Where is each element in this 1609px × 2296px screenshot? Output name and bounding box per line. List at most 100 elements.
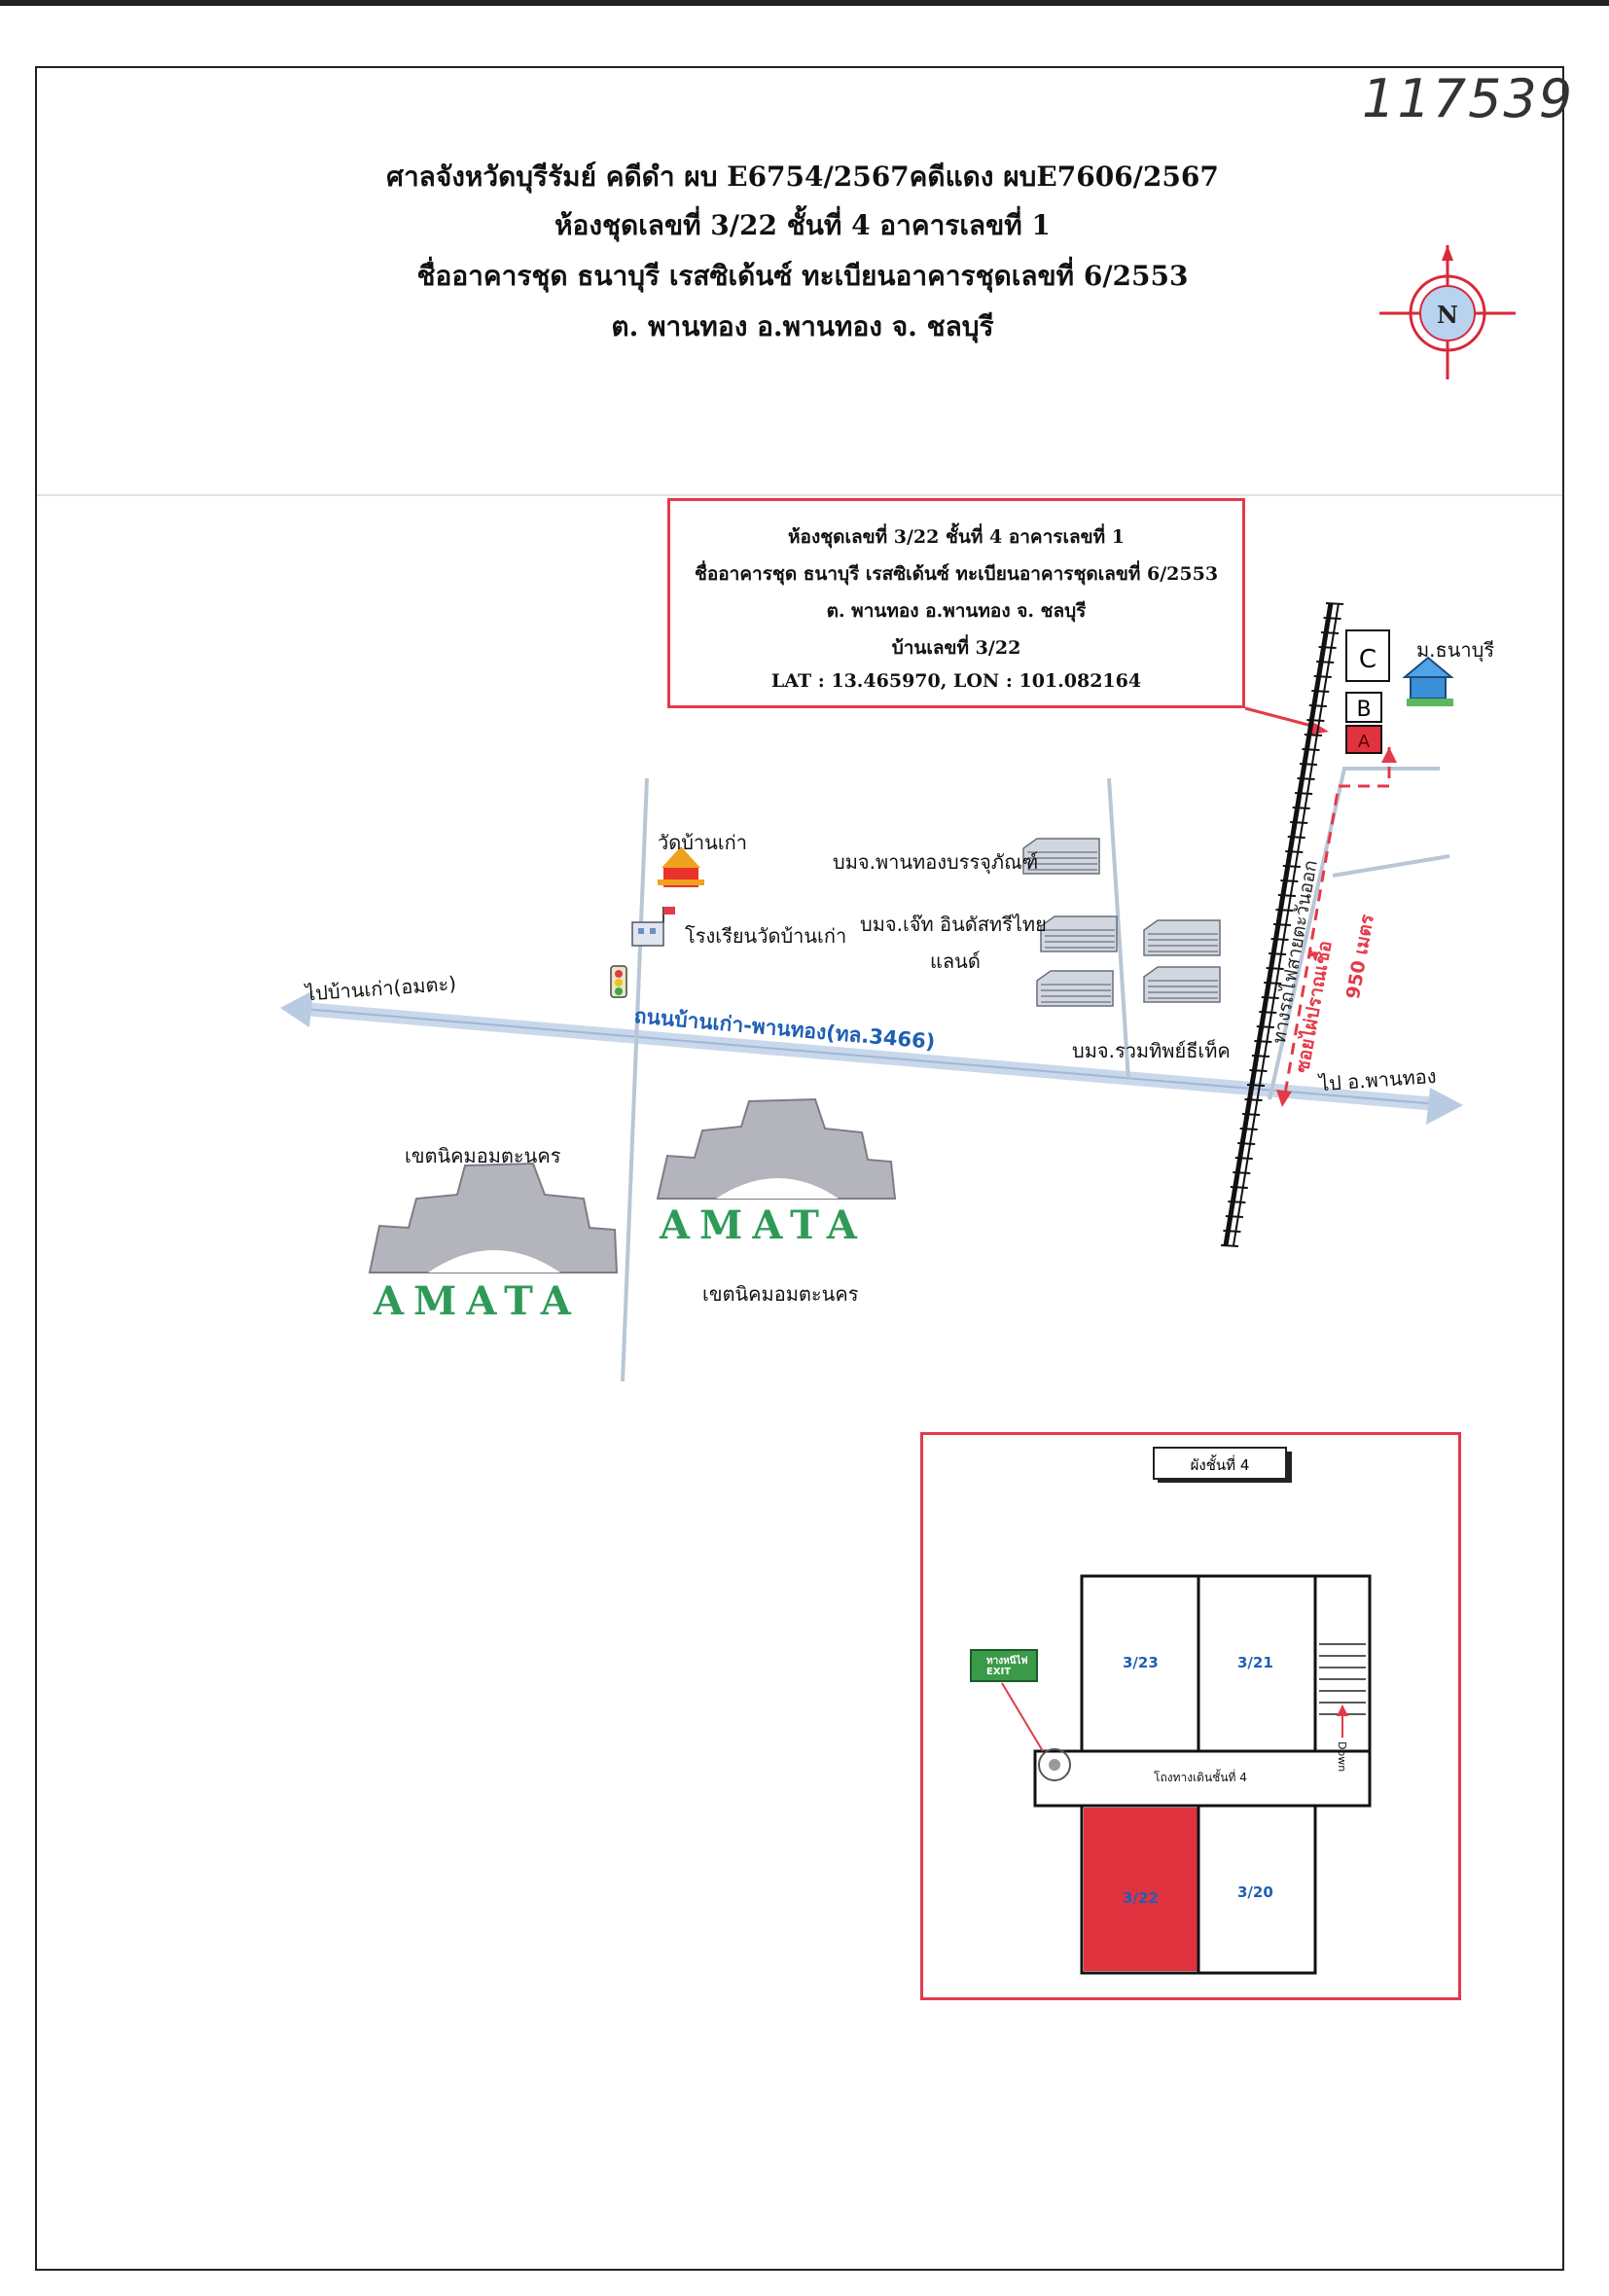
temple-label: วัดบ้านเก่า [658, 831, 747, 854]
school-label: โรงเรียนวัดบ้านเก่า [685, 924, 847, 948]
page-frame [35, 66, 1564, 2271]
temple-icon [658, 846, 704, 887]
building-c-label: C [1359, 645, 1377, 674]
railway-tie [1285, 850, 1304, 853]
room-3-22-label: 3/22 [1123, 1889, 1159, 1907]
info-line-1: ห้องชุดเลขที่ 3/22 ชั้นที่ 4 อาคารเลขที่… [788, 526, 1125, 548]
railway-tie [1237, 1142, 1256, 1145]
info-line-4: บ้านเลขที่ 3/22 [891, 637, 1021, 659]
railway-tie [1299, 763, 1318, 766]
factory-icon [1036, 970, 1114, 1007]
railway-tie [1242, 1113, 1261, 1116]
property-info-box: ห้องชุดเลขที่ 3/22 ชั้นที่ 4 อาคารเลขที่… [667, 498, 1245, 708]
railway-tie [1246, 1084, 1266, 1087]
room-3-20-label: 3/20 [1237, 1883, 1273, 1901]
compass-label: N [1437, 301, 1458, 329]
railway-tie [1308, 704, 1327, 707]
exit-sign-icon [970, 1649, 1038, 1682]
railway-tie [1225, 1215, 1243, 1218]
house-icon [1402, 656, 1454, 706]
railway-tie [1325, 602, 1344, 605]
railway-tie [1277, 894, 1296, 897]
floor-plan-box [920, 1432, 1461, 2000]
railway-tie [1264, 982, 1282, 985]
railway-tie [1220, 1244, 1239, 1247]
railway-tie [1318, 646, 1337, 649]
corridor-label: โถงทางเดินชั้นที่ 4 [1154, 1771, 1247, 1784]
railway-tie [1233, 1171, 1251, 1174]
amata-left-text: AMATA [374, 1278, 581, 1324]
info-line-2: ชื่ออาคารชุด ธนาบุรี เรสซิเด้นซ์ ทะเบียน… [694, 563, 1219, 585]
amata-logo-right [656, 1097, 897, 1200]
traffic-light-icon [610, 965, 627, 998]
railway-tie [1287, 836, 1305, 839]
amata-right-text: AMATA [660, 1202, 867, 1248]
railway-tie [1311, 690, 1330, 693]
info-line-3: ต. พานทอง อ.พานทอง จ. ชลบุรี [826, 600, 1087, 622]
railway-tie [1256, 1025, 1274, 1028]
building-b [1345, 692, 1382, 723]
estate-left-caption: เขตนิคมอมตะนคร [405, 1144, 561, 1167]
condo-buildings: C B A [1345, 629, 1390, 754]
top-edge-line [0, 0, 1609, 6]
railway-tie [1323, 617, 1341, 620]
railway-tie [1261, 996, 1279, 999]
header-line-1: ศาลจังหวัดบุรีรัมย์ คดีดำ ผบ E6754/2567ค… [386, 161, 1219, 193]
railway-tie [1251, 1055, 1269, 1058]
floor-plan-title: ผังชั้นที่ 4 [1191, 1454, 1250, 1474]
railway-tie [1280, 879, 1299, 882]
factory-icon [1022, 838, 1100, 875]
section-divider [37, 494, 1562, 496]
estate-right-caption: เขตนิคมอมตะนคร [702, 1282, 859, 1306]
railway-ties [1220, 602, 1344, 1247]
floor-plan-title-box [1153, 1447, 1287, 1480]
factory-2-label-line1: บมจ.เจ๊ท อินดัสทรีไทย [860, 913, 1047, 936]
railway-tie [1297, 777, 1315, 780]
railway-tie [1272, 923, 1292, 926]
pointer-arrow [1244, 706, 1329, 735]
spiral-stair-icon [1038, 1748, 1071, 1781]
factory-3-label: บมจ.รวมทิพย์ธีเท็ค [1072, 1039, 1231, 1062]
railway-tie [1244, 1098, 1263, 1101]
room-3-23-label: 3/23 [1123, 1654, 1159, 1671]
room-3-22-fill [1084, 1808, 1198, 1971]
stairs-icon [1319, 1643, 1366, 1715]
serial-number: 117539 [1362, 68, 1575, 129]
railway-tie [1239, 1128, 1258, 1130]
railway-tie [1254, 1040, 1272, 1043]
railway-tie [1230, 1186, 1248, 1189]
building-a-label: A [1358, 732, 1371, 752]
building-b-label: B [1356, 698, 1371, 722]
railway-tie [1313, 675, 1332, 678]
dashed-route [1276, 747, 1397, 1107]
railway-tie [1282, 865, 1301, 868]
railway-tie [1249, 1069, 1268, 1072]
railway-tie [1321, 631, 1340, 634]
railway-tie [1292, 807, 1310, 809]
railway-tie [1275, 909, 1294, 912]
header-line-3: ชื่ออาคารชุด ธนาบุรี เรสซิเด้นซ์ ทะเบียน… [416, 260, 1189, 292]
railway-tie [1306, 719, 1325, 722]
railway-tie [1269, 952, 1287, 955]
main-road [280, 990, 1463, 1125]
village-label: ม.ธนาบุรี [1416, 638, 1495, 662]
railway-tie [1270, 938, 1289, 941]
railway-tie [1302, 748, 1320, 751]
factory-icon [1040, 915, 1118, 952]
factory-icon [1143, 919, 1221, 956]
compass-icon: N [1379, 245, 1516, 379]
school-icon [631, 907, 675, 947]
railway-tie [1290, 821, 1308, 824]
railway-tie [1234, 1157, 1253, 1160]
factory-1-label: บมจ.พานทองบรรจุภัณฑ์ [833, 850, 1039, 874]
stair-down-label: Down [1336, 1741, 1348, 1773]
railway-tie [1266, 967, 1284, 970]
floor-plan-drawing: ผังชั้นที่ 4 [970, 1447, 1372, 1975]
exit-sign-text: ทางหนีไฟ EXIT [986, 1656, 1028, 1677]
railway-tie [1223, 1230, 1241, 1233]
building-a-target [1345, 725, 1382, 754]
railway-tie [1259, 1011, 1277, 1014]
factory-icon [1143, 966, 1221, 1003]
railway-tie [1316, 661, 1335, 664]
